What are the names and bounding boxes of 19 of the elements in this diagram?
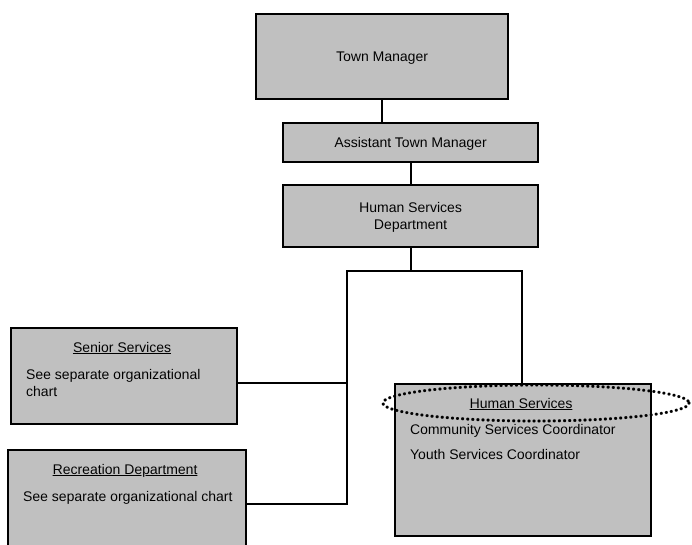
box-heading: Senior Services bbox=[72, 339, 172, 356]
connector-line bbox=[410, 248, 523, 383]
connector-line bbox=[410, 163, 412, 184]
box-note: Community Services Coordinator bbox=[410, 421, 616, 438]
box-note: Youth Services Coordinator bbox=[410, 446, 581, 463]
org-box bbox=[10, 327, 238, 425]
connector-line bbox=[381, 100, 383, 122]
org-box bbox=[255, 13, 509, 100]
org-box bbox=[282, 184, 539, 248]
box-note: See separate organizational chart bbox=[26, 366, 202, 400]
box-heading: Recreation Department bbox=[52, 461, 198, 478]
org-box bbox=[7, 449, 247, 545]
org-box bbox=[282, 122, 539, 163]
org-box bbox=[394, 383, 652, 537]
box-title: Assistant Town Manager bbox=[334, 134, 487, 151]
box-note: See separate organizational chart bbox=[23, 488, 234, 505]
box-heading: Human Services bbox=[468, 395, 574, 412]
box-title: Human Services Department bbox=[358, 199, 463, 233]
box-title: Town Manager bbox=[336, 48, 428, 65]
